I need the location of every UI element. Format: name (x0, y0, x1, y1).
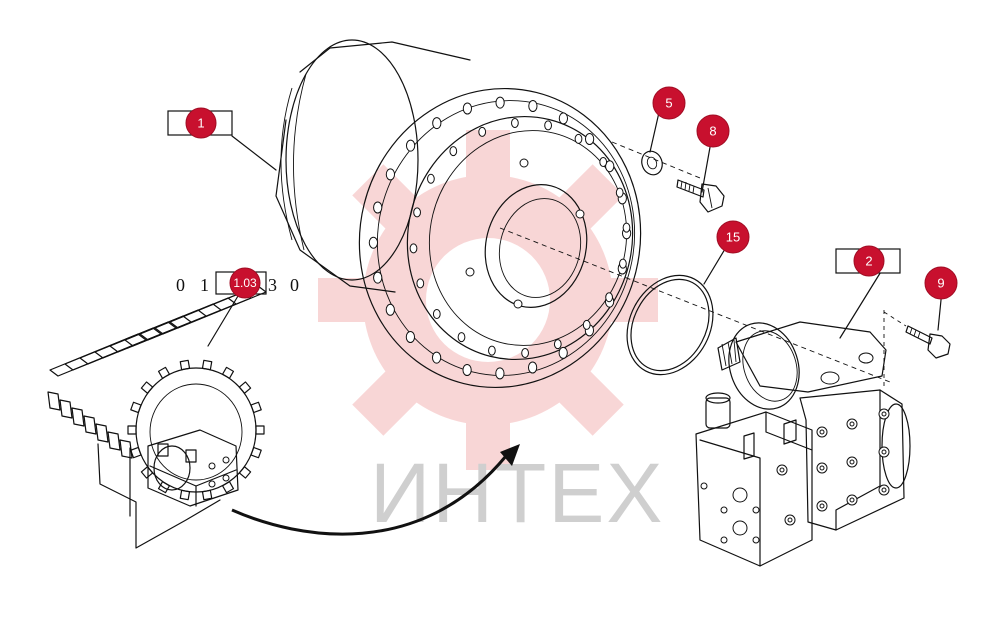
callout-2[interactable]: 2 (853, 245, 885, 277)
flange-hole (605, 160, 615, 173)
flange-hole (619, 258, 627, 269)
flange-hole (457, 332, 466, 343)
flange-hole (582, 319, 591, 330)
assembly-axis-line (499, 227, 891, 383)
flange-hole (432, 309, 441, 319)
flange-hole (528, 100, 538, 112)
flange-hole (521, 348, 529, 358)
callout-15-label: 15 (726, 230, 740, 245)
sprocket-tooth (221, 366, 235, 379)
sprocket-tooth (130, 446, 142, 459)
flange-hole (495, 96, 505, 109)
flange-hole (495, 367, 505, 380)
flange-hole (462, 364, 472, 376)
sprocket-tooth (179, 359, 191, 371)
sprocket-tooth (140, 466, 154, 479)
callout-ref-1-03[interactable]: 1.03 (229, 267, 261, 299)
sprocket-tooth (140, 381, 154, 394)
flange-hole (431, 351, 442, 364)
flange-hole (416, 278, 425, 289)
track-shoe-edge (59, 399, 73, 419)
sprocket-tooth (250, 446, 262, 459)
sprocket-tooth (157, 366, 171, 379)
callout-15[interactable]: 15 (716, 220, 750, 254)
flange-hole (462, 102, 473, 115)
flange-bolt-holes (368, 96, 632, 380)
ref-code-digit-0: 0 (176, 275, 185, 295)
flange-hole (558, 112, 569, 125)
track-shoe-edge (47, 391, 61, 411)
sprocket-tooth (255, 425, 265, 435)
flange-hole (413, 207, 421, 218)
callout-1[interactable]: 1 (185, 107, 217, 139)
track-shoe-edge (107, 431, 121, 451)
flange-hole (544, 120, 552, 131)
flange-hole (599, 157, 608, 167)
motor-bolt-part (905, 325, 951, 359)
flange-hole (368, 236, 379, 249)
motor-bolt-heads (776, 408, 890, 526)
flange-hole (427, 173, 435, 184)
callout-ref-label: 1.03 (233, 276, 257, 290)
crawler-track-assembly (47, 285, 267, 549)
callout-8-label: 8 (709, 124, 716, 139)
sprocket-tooth (179, 489, 191, 501)
o-ring-part (626, 274, 714, 376)
flange-hole (553, 339, 562, 350)
watermark-text: ИНТЕХ (370, 446, 664, 540)
sprocket-tooth (238, 381, 252, 394)
sprocket-tooth (130, 401, 142, 414)
callout-5[interactable]: 5 (652, 86, 686, 120)
sprocket-teeth (127, 359, 265, 501)
flange-hole (488, 345, 496, 356)
flange-hole (449, 146, 458, 157)
sprocket-tooth (238, 466, 252, 479)
callout-8[interactable]: 8 (696, 114, 730, 148)
flange-hole (605, 292, 613, 303)
sprocket-tooth (127, 425, 137, 435)
sprocket-tooth (221, 481, 235, 494)
track-shoes (47, 285, 267, 459)
flange-hole (558, 346, 568, 359)
flange-hole (409, 243, 418, 254)
flange-hole (405, 331, 416, 343)
callout-5-label: 5 (665, 96, 672, 111)
flange-hole (615, 187, 624, 198)
hydraulic-motor (695, 321, 911, 567)
flange-hole (385, 168, 396, 181)
flange-hole (622, 222, 631, 233)
flange-hole (584, 133, 595, 145)
flange-hole (373, 201, 383, 214)
track-shoe-edge (119, 439, 133, 459)
final-drive-gearbox (275, 39, 642, 389)
callout-9[interactable]: 9 (924, 266, 958, 300)
callout-2-label: 2 (865, 254, 872, 269)
assembly-direction-arrow (231, 444, 520, 536)
track-shoe-edge (95, 423, 109, 443)
flange-hole (511, 118, 519, 128)
ref-code-digit-3: 3 (268, 275, 277, 295)
ref-code-digit-last: 0 (290, 275, 299, 295)
sprocket-tooth (201, 489, 213, 501)
flange-hole (432, 117, 442, 130)
bolt-part (676, 179, 725, 213)
ref-code-digit-1: 1 (200, 275, 209, 295)
flange-hole (574, 133, 583, 144)
flange-hole (405, 139, 416, 152)
callout-9-label: 9 (937, 276, 944, 291)
sprocket-tooth (201, 359, 213, 371)
track-shoe-edge (83, 415, 97, 435)
track-shoe-edge (71, 407, 85, 427)
flange-hole (478, 126, 487, 137)
flange-hole (527, 361, 538, 374)
flange-hole (373, 271, 383, 284)
sprocket-tooth (250, 401, 262, 414)
flange-hole (385, 303, 395, 316)
washer-part (641, 150, 663, 176)
callout-1-label: 1 (197, 116, 204, 131)
